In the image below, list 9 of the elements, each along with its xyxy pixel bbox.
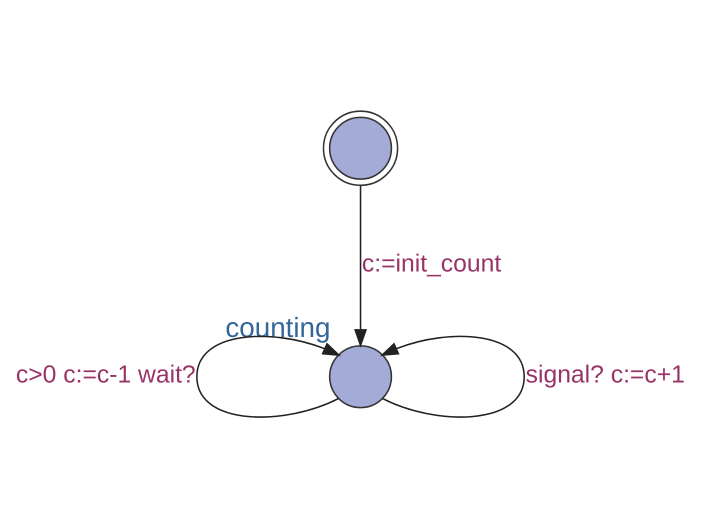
arrow [380,335,525,418]
edge-label: c>0 c:=c-1 wait? [16,361,196,388]
arrow [354,184,368,348]
node-circle [322,110,398,186]
arrow [196,335,342,418]
node-circle [328,344,392,408]
node-label: counting [225,312,330,343]
edge-label: c:=init_count [362,250,502,277]
edge-label: signal? c:=c+1 [526,361,685,388]
